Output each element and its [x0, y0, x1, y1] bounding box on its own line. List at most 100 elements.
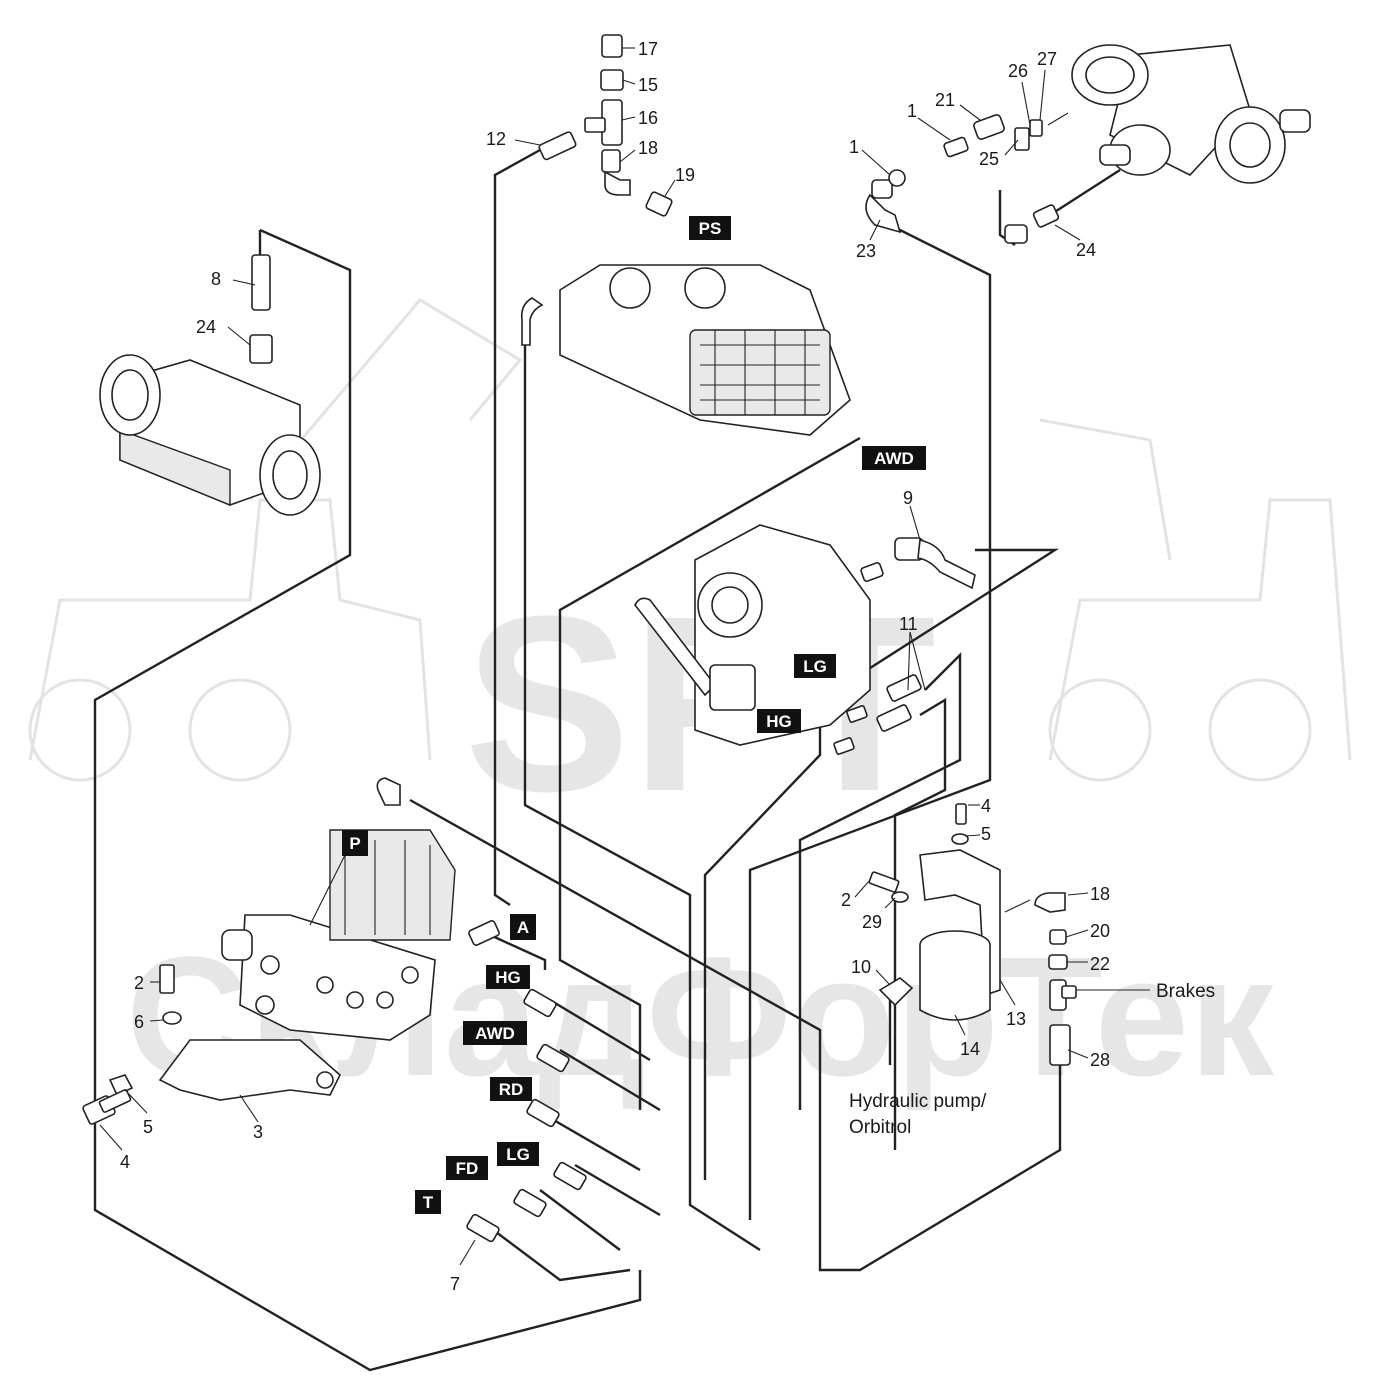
- line-awd-top: [558, 436, 861, 1110]
- callout-1-a: 1: [907, 101, 917, 121]
- note-pump-line1: Hydraulic pump/: [849, 1091, 987, 1112]
- callout-13: 13: [1006, 1009, 1026, 1029]
- tag-lg-valve: LG: [497, 1142, 539, 1166]
- adapter-1-b: [943, 136, 969, 158]
- svg-text:AWD: AWD: [475, 1024, 515, 1043]
- left-axle-assembly: [99, 254, 321, 516]
- hose-end-11-b: [876, 704, 912, 732]
- callout-10: 10: [851, 957, 871, 977]
- brake-accumulator: [868, 803, 1077, 1066]
- svg-text:LG: LG: [803, 657, 827, 676]
- elbow-18: [604, 170, 631, 196]
- p-port-elbow: [376, 777, 401, 806]
- elbow-18-right: [1034, 892, 1066, 913]
- callout-16: 16: [638, 108, 658, 128]
- svg-text:T: T: [423, 1193, 434, 1212]
- note-brakes: Brakes: [1156, 981, 1215, 1002]
- svg-text:P: P: [349, 834, 360, 853]
- hose-nut-23: [871, 179, 893, 199]
- line-23: [748, 223, 992, 1220]
- bolt-2-left: [159, 964, 175, 994]
- valve-bank: [689, 329, 831, 416]
- washer-5-right: [951, 833, 969, 845]
- callout-20: 20: [1090, 921, 1110, 941]
- clamp-25: [1014, 127, 1030, 151]
- fitting-17: [601, 34, 623, 58]
- line-rd: [544, 1113, 641, 1172]
- note-pump-line2: Orbitrol: [849, 1117, 911, 1138]
- hose-end-28: [1049, 1024, 1071, 1066]
- hose-end-7: [466, 1213, 500, 1243]
- port-tags: PS AWD LG HG P A HG AWD RD LG FD T: [342, 216, 926, 1214]
- adapter-19: [645, 191, 673, 217]
- callout-17: 17: [638, 39, 658, 59]
- callout-18-right: 18: [1090, 884, 1110, 904]
- notes: Brakes Hydraulic pump/ Orbitrol: [849, 981, 1215, 1138]
- callout-25: 25: [979, 149, 999, 169]
- line-24-right: [1049, 168, 1121, 217]
- callout-11: 11: [899, 614, 918, 634]
- washer-29: [891, 891, 909, 903]
- hose-fitting-8: [251, 254, 271, 311]
- svg-text:FD: FD: [456, 1159, 479, 1178]
- tag-lg-pump: LG: [794, 654, 836, 678]
- line-fd: [539, 1189, 621, 1251]
- callout-2-right: 2: [841, 890, 851, 910]
- svg-text:AWD: AWD: [874, 449, 914, 468]
- callout-21: 21: [935, 90, 955, 110]
- callout-26: 26: [1008, 61, 1028, 81]
- line-hg-pump: [798, 652, 962, 1110]
- line-p: [409, 798, 1062, 1272]
- top-fittings: [538, 34, 673, 217]
- valve-manifold: [239, 914, 436, 1041]
- line-lg-pump: [893, 697, 947, 1150]
- washer-1-a: [888, 169, 906, 187]
- elbow-10: [878, 977, 914, 1007]
- svg-text:PS: PS: [699, 219, 722, 238]
- callout-24-right: 24: [1076, 240, 1096, 260]
- tag-a: A: [510, 914, 536, 940]
- bracket-3: [158, 1039, 341, 1101]
- callout-18-top: 18: [638, 138, 658, 158]
- svg-text:HG: HG: [495, 968, 521, 987]
- callout-12: 12: [486, 129, 506, 149]
- callout-5-left: 5: [143, 1117, 153, 1137]
- line-12: [493, 148, 541, 906]
- line-ps: [523, 335, 761, 1252]
- hose-end-21: [973, 114, 1005, 140]
- callout-29: 29: [862, 912, 882, 932]
- rear-axle-assembly: [865, 44, 1311, 244]
- line-a: [489, 933, 547, 970]
- callout-1-b: 1: [849, 137, 859, 157]
- callout-4-left: 4: [120, 1152, 130, 1172]
- line-awd-valve: [559, 1048, 661, 1112]
- callout-5-right: 5: [981, 824, 991, 844]
- svg-text:RD: RD: [499, 1080, 524, 1099]
- pump-lever: [634, 597, 717, 697]
- tag-hg-valve: HG: [486, 965, 530, 989]
- steering-valve-block: [520, 264, 851, 436]
- line-hg-valve: [549, 998, 651, 1062]
- svg-text:LG: LG: [506, 1145, 530, 1164]
- adapter-24-left: [249, 334, 273, 364]
- callout-24-left: 24: [196, 317, 216, 337]
- callout-23: 23: [856, 241, 876, 261]
- plate-26: [1029, 119, 1043, 137]
- line-t: [479, 1219, 631, 1282]
- callout-14: 14: [960, 1039, 980, 1059]
- hose-nut-24: [1004, 224, 1028, 244]
- tag-hg-pump: HG: [757, 709, 801, 733]
- hose-end-12: [538, 131, 577, 161]
- spring-20: [1049, 929, 1067, 945]
- callout-6: 6: [134, 1012, 144, 1032]
- callout-3: 3: [253, 1122, 263, 1142]
- bolt-4-right: [955, 803, 967, 825]
- tag-ps: PS: [689, 216, 731, 240]
- bolt-2-right: [868, 871, 900, 893]
- adapter-24-right: [1032, 204, 1060, 228]
- nut-15: [600, 69, 624, 91]
- a-port-hose-end: [468, 920, 500, 946]
- callout-8: 8: [211, 269, 221, 289]
- callout-28: 28: [1090, 1050, 1110, 1070]
